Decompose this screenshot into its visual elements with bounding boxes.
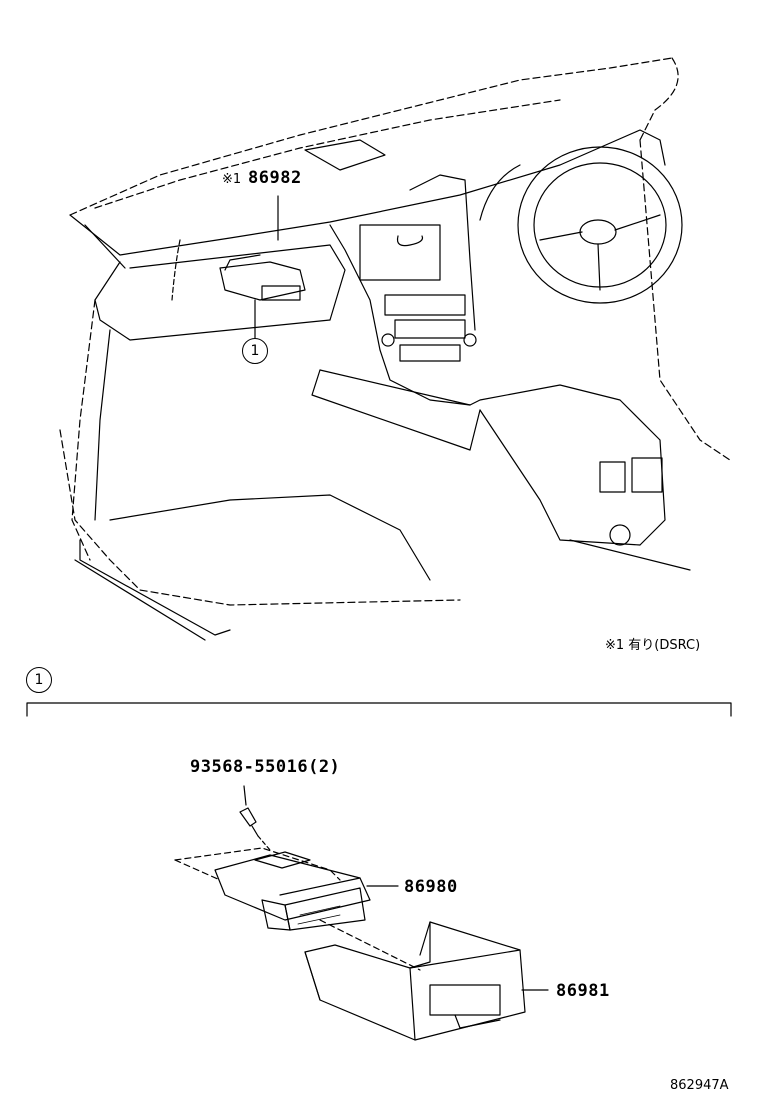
exploded-parts [174, 785, 549, 1041]
diagram-code: 862947A [670, 1078, 729, 1093]
footnote: ※1 有り(DSRC) [605, 638, 701, 653]
reference-circle-upper: 1 [242, 338, 268, 364]
screw-part-number: 93568-55016(2) [190, 757, 341, 777]
part-number-86982: 86982 [248, 168, 302, 188]
section-bracket [26, 702, 732, 717]
part-number-86980: 86980 [404, 877, 458, 897]
reference-circle-section: 1 [26, 667, 52, 693]
dashboard-view [59, 57, 731, 641]
part-number-86981: 86981 [556, 981, 610, 1001]
part-mark-note: ※1 [222, 172, 242, 187]
